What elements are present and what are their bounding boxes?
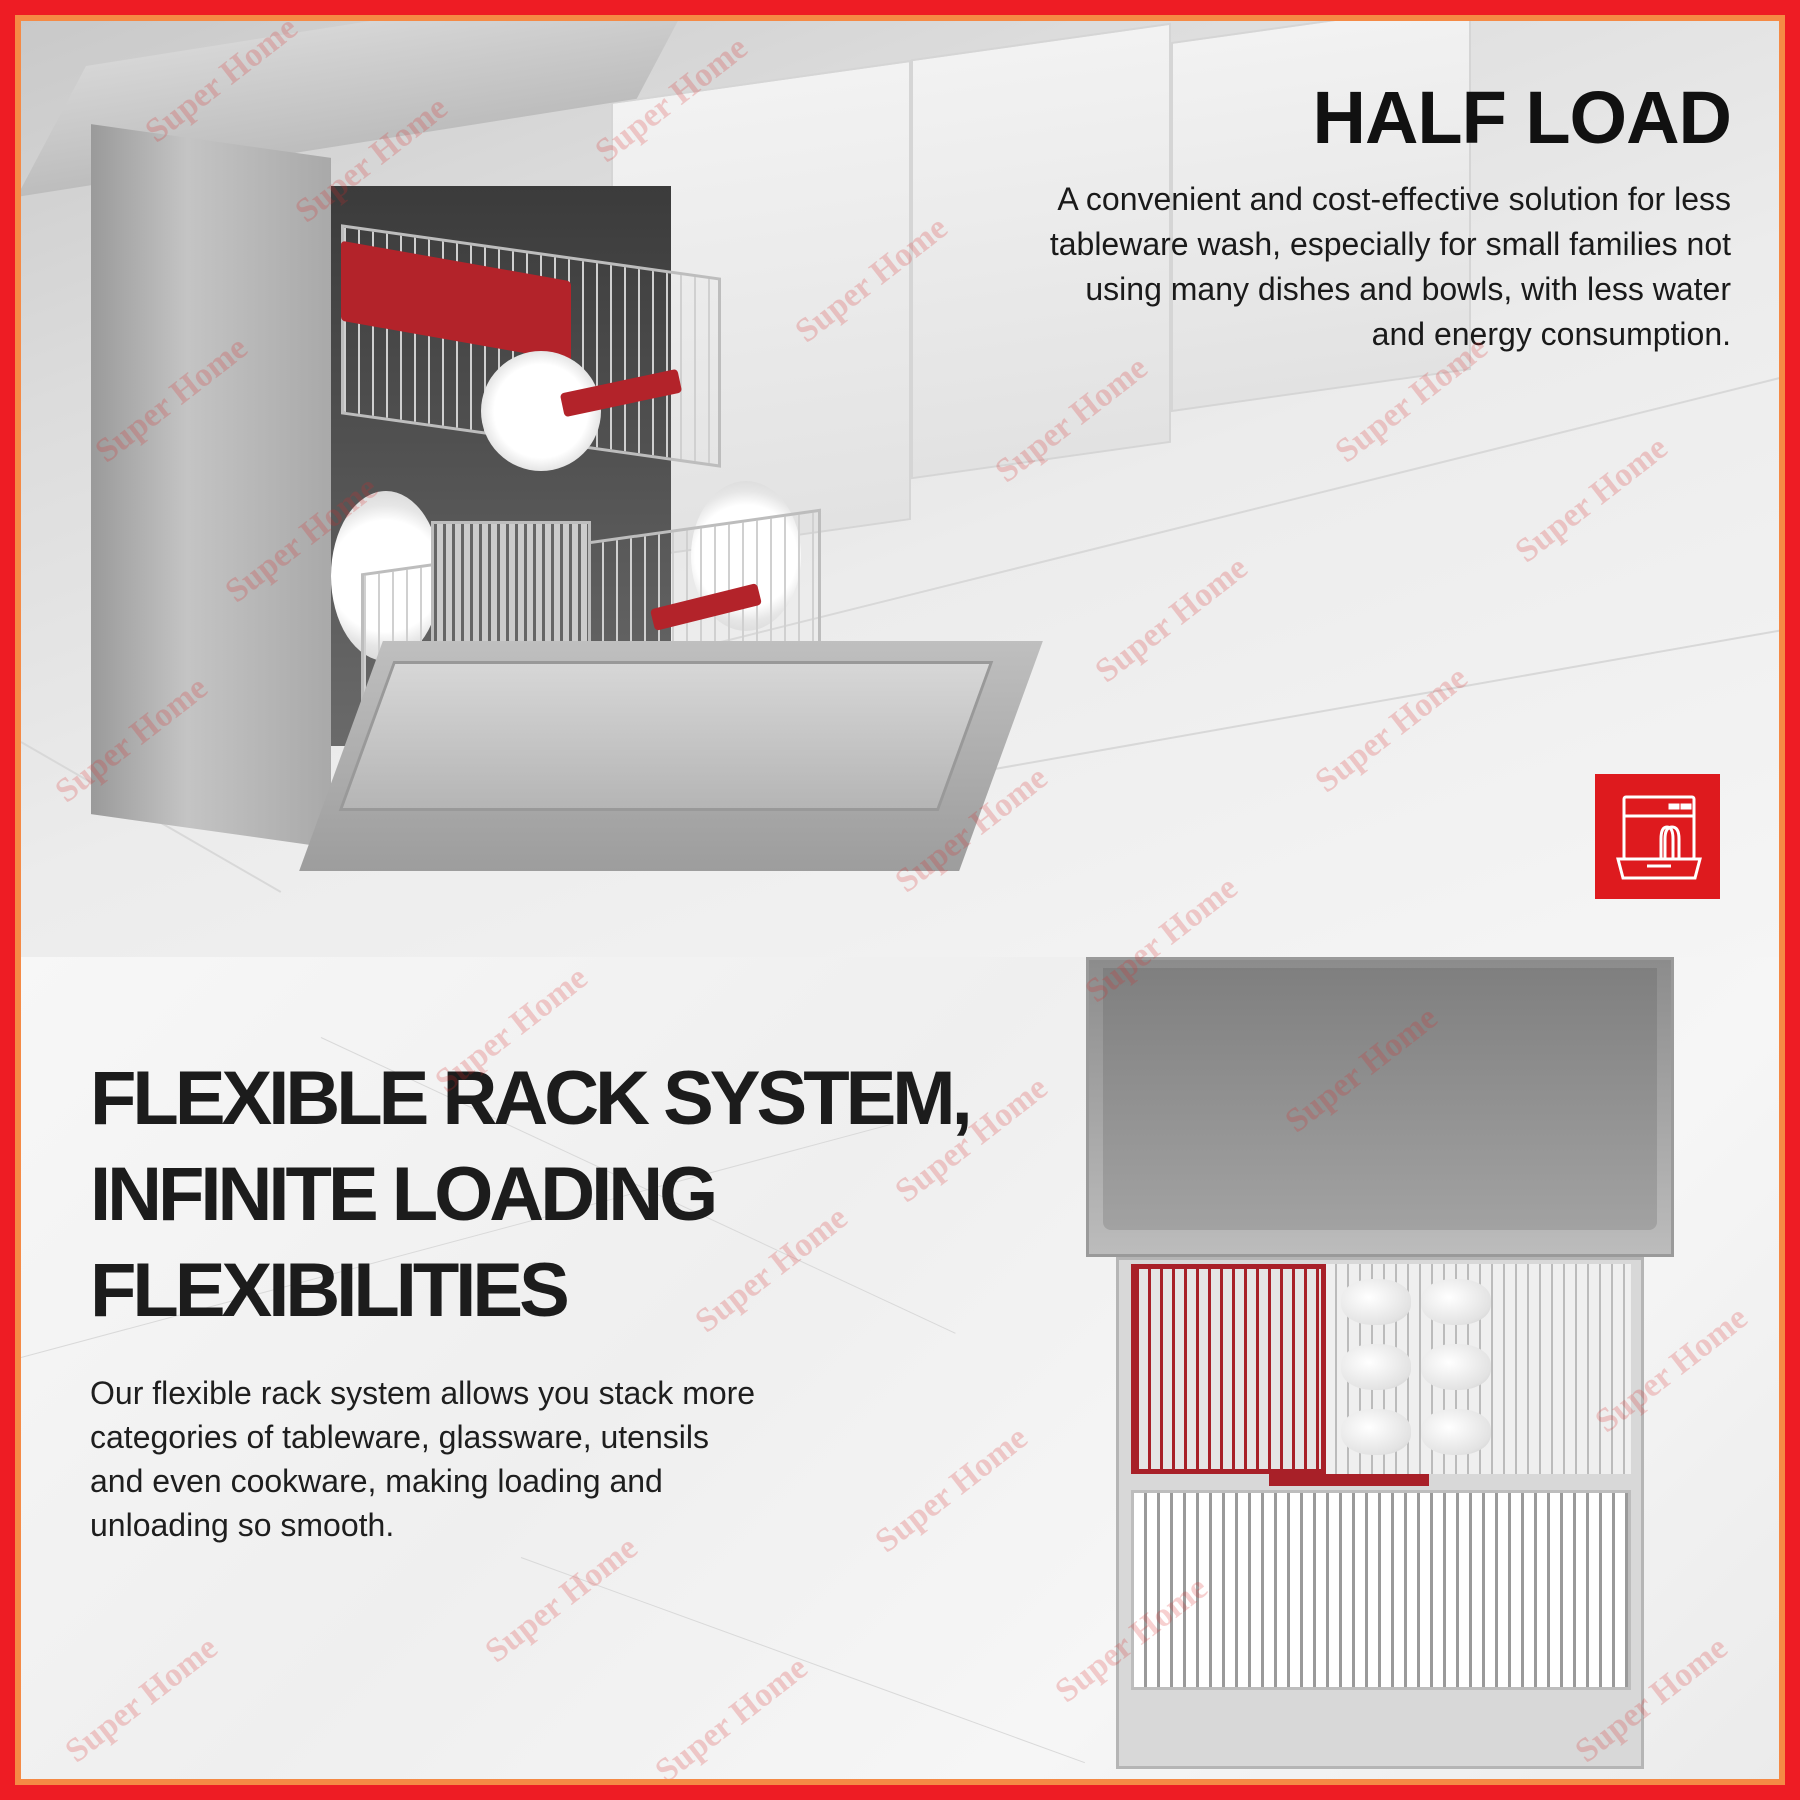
half-load-description: A convenient and cost-effective solution… (1049, 181, 1731, 352)
flexible-rack-title: FLEXIBLE RACK SYSTEM, INFINITE LOADING F… (90, 1051, 973, 1339)
floor-tile-line (920, 624, 1779, 783)
marble-vein (520, 1557, 1085, 1764)
title-line: FLEXIBILITIES (90, 1248, 570, 1333)
half-load-badge (1595, 774, 1720, 899)
product-banner: HALF LOAD A convenient and cost-effectiv… (21, 21, 1779, 1779)
title-line: FLEXIBLE RACK SYSTEM, (90, 1056, 973, 1141)
half-load-section: HALF LOAD A convenient and cost-effectiv… (21, 21, 1779, 957)
flexible-rack-description: Our flexible rack system allows you stac… (90, 1375, 756, 1543)
half-load-title: HALF LOAD (1312, 76, 1732, 159)
title-line: INFINITE LOADING (90, 1152, 718, 1237)
dishwasher-icon (1616, 795, 1702, 880)
